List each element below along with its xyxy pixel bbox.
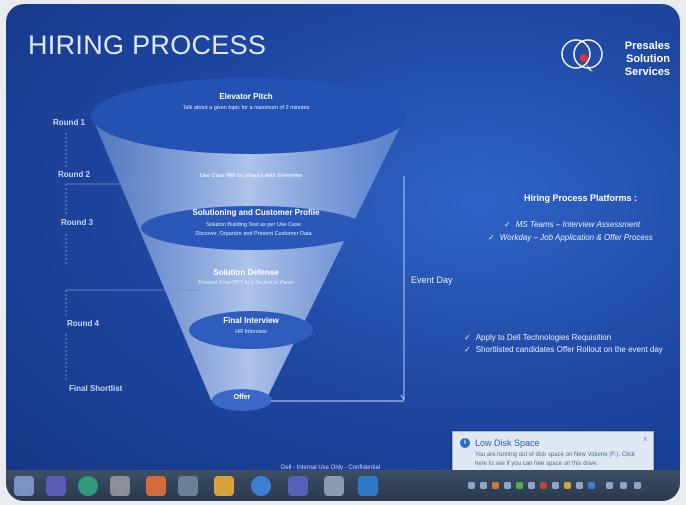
tray-icon[interactable] [468,482,475,489]
info-icon: i [460,438,470,448]
platforms-title: Hiring Process Platforms : [524,193,638,203]
footer-confidential: Dell - Internal Use Only - Confidential [281,465,381,471]
network-icon[interactable] [606,482,613,489]
note-item: ✓Shortlisted candidates Offer Rollout on… [464,345,663,354]
final-interview-sub: HR Interview [235,329,267,335]
final-interview-ellipse [189,311,313,349]
platform-item: ✓Workday – Job Application & Offer Proce… [488,233,653,242]
printer-icon[interactable] [324,476,344,496]
check-icon: ✓ [488,233,495,242]
page-title: HIRING PROCESS [28,30,267,60]
tray-icon[interactable] [516,482,523,489]
logo-line-3: Services [624,66,670,78]
close-icon[interactable]: x [643,436,648,443]
notification-icon[interactable] [634,482,641,489]
solutioning-ellipse [141,206,365,250]
solutioning-title: Solutioning and Customer Profile [192,208,320,217]
solutioning-sub-1: Solution Building Test as per Use Case [206,222,301,228]
offer-label: Offer [233,394,251,401]
tray-icon[interactable] [552,482,559,489]
folder-icon[interactable] [214,476,234,496]
event-day-label: Event Day [411,275,453,285]
tray-icon[interactable] [492,482,499,489]
start-icon[interactable] [14,476,34,496]
round-4-label: Round 4 [67,319,99,328]
outlook-icon[interactable] [358,476,378,496]
tray-icon[interactable] [564,482,571,489]
tray-icon[interactable] [480,482,487,489]
logo-line-2: Solution [626,53,670,65]
volume-icon[interactable] [620,482,627,489]
note-item: ✓Apply to Dell Technologies Requisition [464,333,612,342]
media-player-icon[interactable] [46,476,66,496]
final-shortlist-label: Final Shortlist [69,384,123,393]
funnel-body [92,117,405,400]
tray-icon[interactable] [576,482,583,489]
taskbar [6,470,680,501]
notification-title: Low Disk Space [475,438,540,448]
elevator-pitch-title: Elevator Pitch [219,92,273,101]
desktop-screen: HIRING PROCESS Presales Solution Service… [6,4,680,501]
platform-item: ✓MS Teams – Interview Assessment [504,220,641,229]
notification-body[interactable]: You are running out of disk space on New… [475,452,635,467]
bluetooth-icon[interactable] [588,482,595,489]
final-interview-title: Final Interview [223,316,279,325]
solution-defense-sub: Present Final PPT to a Technical Panel [198,280,294,286]
round-1-label: Round 1 [53,118,85,127]
elevator-pitch-sub: Talk about a given topic for a maximum o… [182,105,310,111]
devices-icon[interactable] [178,476,198,496]
mail-icon[interactable] [110,476,130,496]
tray-icon[interactable] [528,482,535,489]
funnel-diagram [65,78,407,411]
edge-icon[interactable] [78,476,98,496]
offer-ellipse [212,389,272,411]
check-icon: ✓ [464,345,471,354]
check-icon: ✓ [504,220,511,229]
logo-line-1: Presales [624,40,670,52]
solution-defense-title: Solution Defense [213,268,279,277]
use-case-text: Use Case Will be shared with Everyone [199,173,303,179]
tray-icon[interactable] [504,482,511,489]
chrome-icon[interactable] [146,476,166,496]
tray-icon[interactable] [540,482,547,489]
round-3-label: Round 3 [61,218,93,227]
solutioning-sub-2: Discover, Organize and Present Customer … [195,231,312,237]
ie-icon[interactable] [251,476,271,496]
teams-icon[interactable] [288,476,308,496]
round-2-label: Round 2 [58,170,90,179]
elevator-pitch-ellipse [91,78,407,154]
presales-logo: Presales Solution Services [560,32,670,100]
head-gears-icon [561,39,603,74]
check-icon: ✓ [464,333,471,342]
